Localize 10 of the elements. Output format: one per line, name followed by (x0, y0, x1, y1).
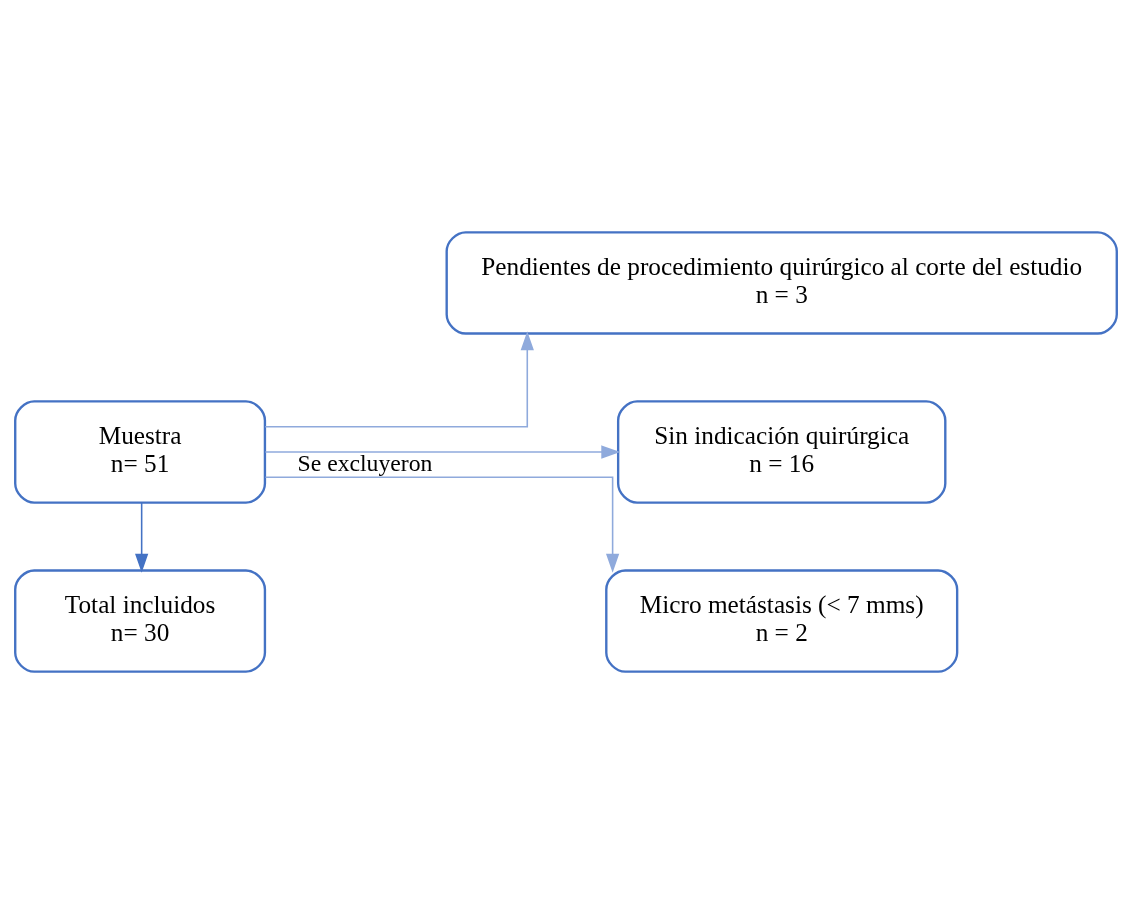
node-box: Sin indicación quirúrgica n = 16 (616, 400, 947, 504)
arrow (264, 331, 534, 428)
node-box: Total incluidos n= 30 (14, 569, 267, 673)
arrow (135, 501, 149, 573)
arrow (264, 476, 620, 573)
edge-label: Se excluyeron (297, 449, 433, 476)
node-box: Micro metástasis (< 7 mms) n = 2 (605, 569, 959, 673)
arrow (264, 445, 621, 459)
node-box: Muestra n= 51 (14, 400, 267, 504)
node-box: Pendientes de procedimiento quirúrgico al corte del estudio n = 3 (445, 231, 1118, 335)
